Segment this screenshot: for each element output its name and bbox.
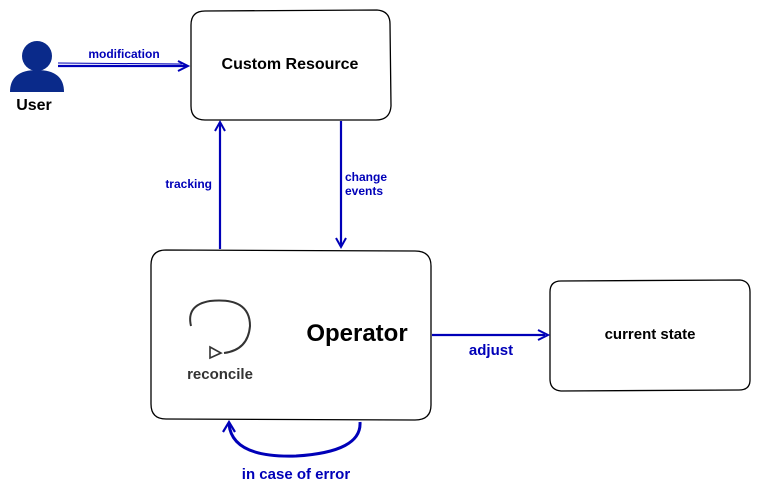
modification-label: modification bbox=[88, 47, 159, 61]
adjust-label: adjust bbox=[469, 342, 513, 359]
user-icon bbox=[10, 41, 64, 92]
tracking-arrow bbox=[214, 119, 226, 249]
change-events-label-line1: change bbox=[345, 170, 387, 184]
change-events-arrow bbox=[335, 121, 347, 250]
operator-label: Operator bbox=[306, 320, 407, 347]
current-state-label: current state bbox=[605, 326, 696, 343]
error-loop-arrow bbox=[222, 419, 362, 458]
reconcile-loop-icon bbox=[189, 299, 252, 360]
tracking-label: tracking bbox=[165, 177, 212, 191]
custom-resource-label: Custom Resource bbox=[222, 56, 359, 73]
error-loop-label: in case of error bbox=[242, 466, 351, 483]
modification-arrow bbox=[57, 60, 191, 72]
change-events-label-line2: events bbox=[345, 184, 383, 198]
user-label: User bbox=[16, 97, 52, 114]
current-state-node[interactable]: current state bbox=[549, 279, 751, 392]
custom-resource-node[interactable]: Custom Resource bbox=[190, 9, 392, 121]
adjust-arrow bbox=[432, 329, 551, 341]
reconcile-label: reconcile bbox=[187, 366, 253, 383]
operator-node[interactable]: Operator bbox=[150, 249, 432, 421]
